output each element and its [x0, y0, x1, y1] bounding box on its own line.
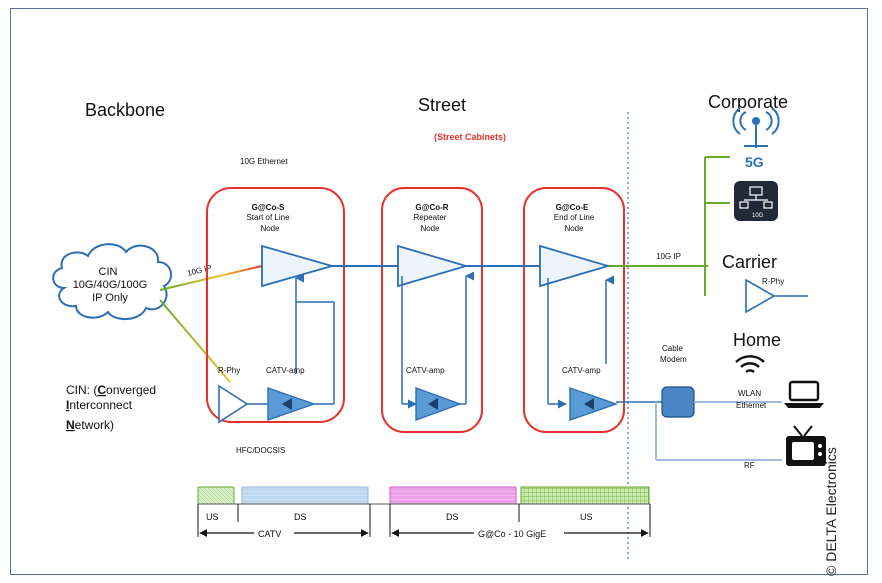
street-cabinets-label: (Street Cabinets) — [434, 132, 506, 142]
node-e-title: G@Co-E — [556, 203, 589, 212]
tv-icon — [786, 425, 826, 466]
gco-range-label: G@Co - 10 GigE — [478, 529, 546, 539]
spectrum-ds-right-label: DS — [446, 512, 459, 522]
node-r-node-label: Node — [420, 224, 440, 233]
node-e-subtitle: End of Line — [554, 213, 595, 222]
cin-ip-only-label: IP Only — [92, 292, 128, 304]
node-s-catv-amp-label: CATV-amp — [266, 366, 305, 375]
cin-def-prefix: CIN: ( — [66, 383, 97, 397]
cin-speeds-label: 10G/40G/100G — [73, 279, 148, 291]
node-s-subtitle: Start of Line — [246, 213, 290, 222]
spectrum-band-ds-right — [389, 486, 517, 505]
node-r-catv-amp-icon — [415, 387, 463, 421]
cin-definition-line2: Interconnect — [66, 398, 133, 412]
street-heading: Street — [418, 95, 466, 115]
node-e-node-label: Node — [564, 224, 584, 233]
node-r-subtitle: Repeater — [414, 213, 447, 222]
cin-def-n: N — [66, 418, 75, 432]
node-s-10g-amplifier-icon — [261, 244, 336, 288]
wifi-icon — [735, 355, 765, 373]
cin-def-onverged: onverged — [106, 383, 156, 397]
corporate-switch-icon — [734, 181, 778, 221]
corporate-heading: Corporate — [708, 92, 788, 112]
wlan-label: WLAN — [738, 389, 761, 398]
cin-definition-line3: Network) — [66, 418, 114, 432]
catv-label-bg — [254, 527, 294, 539]
rf-label: RF — [744, 461, 755, 470]
spectrum-band-us-right — [520, 486, 650, 505]
hfc-docsis-label: HFC/DOCSIS — [236, 446, 285, 455]
node-s-node-label: Node — [260, 224, 280, 233]
spectrum-ds-left-label: DS — [294, 512, 307, 522]
node-s-title: G@Co-S — [252, 203, 285, 212]
home-heading: Home — [733, 330, 781, 350]
corporate-10g-badge: 10G — [752, 213, 764, 219]
spectrum-us-right-label: US — [580, 512, 593, 522]
node-e-box — [523, 187, 625, 433]
cin-to-node-s-link — [159, 265, 263, 291]
cable-modem-label-line2: Modem — [660, 355, 687, 364]
node-r-box — [381, 187, 483, 433]
spectrum-band-ds-left — [241, 486, 369, 505]
cin-to-rphy-link — [159, 299, 231, 383]
5g-badge: 5G — [745, 154, 764, 170]
rphy-left-icon — [218, 384, 249, 424]
ethernet-10g-label: 10G Ethernet — [240, 157, 288, 166]
cin-def-i: I — [66, 398, 69, 412]
node-r-title: G@Co-R — [415, 203, 448, 212]
rphy-right-icon — [745, 278, 776, 314]
ip-10g-left-label: 10G IP — [186, 263, 212, 278]
rphy-left-label: R-Phy — [218, 366, 240, 375]
copyright-notice: © DELTA Electronics — [823, 447, 839, 576]
5g-antenna-icon — [732, 107, 780, 148]
node-e-catv-amp-label: CATV-amp — [562, 366, 601, 375]
cin-def-c: C — [97, 383, 106, 397]
cin-def-nterconnect: nterconnect — [69, 398, 132, 412]
laptop-icon — [784, 380, 824, 408]
cin-label: CIN — [99, 266, 118, 278]
gco-label-bg — [474, 527, 564, 539]
cin-def-etwork: etwork) — [75, 418, 114, 432]
node-s-box — [206, 187, 345, 423]
catv-range-label: CATV — [258, 529, 281, 539]
node-s-catv-amp-icon — [267, 387, 317, 421]
ethernet-label: Ethernet — [736, 401, 767, 410]
backbone-heading: Backbone — [85, 100, 165, 120]
rphy-right-label: R-Phy — [762, 277, 784, 286]
spectrum-us-left-label: US — [206, 512, 219, 522]
node-r-10g-amplifier-icon — [397, 244, 470, 288]
cin-cloud — [52, 243, 173, 320]
node-e-catv-amp-icon — [569, 387, 619, 421]
ip-10g-right-label: 10G IP — [656, 252, 681, 261]
node-r-catv-amp-label: CATV-amp — [406, 366, 445, 375]
spectrum-band-us-left — [197, 486, 235, 505]
carrier-heading: Carrier — [722, 252, 777, 272]
cable-modem-icon — [661, 386, 695, 418]
cable-modem-label-line1: Cable — [662, 344, 683, 353]
cin-definition-line1: CIN: (Converged — [66, 383, 156, 397]
node-e-10g-amplifier-icon — [539, 244, 612, 288]
